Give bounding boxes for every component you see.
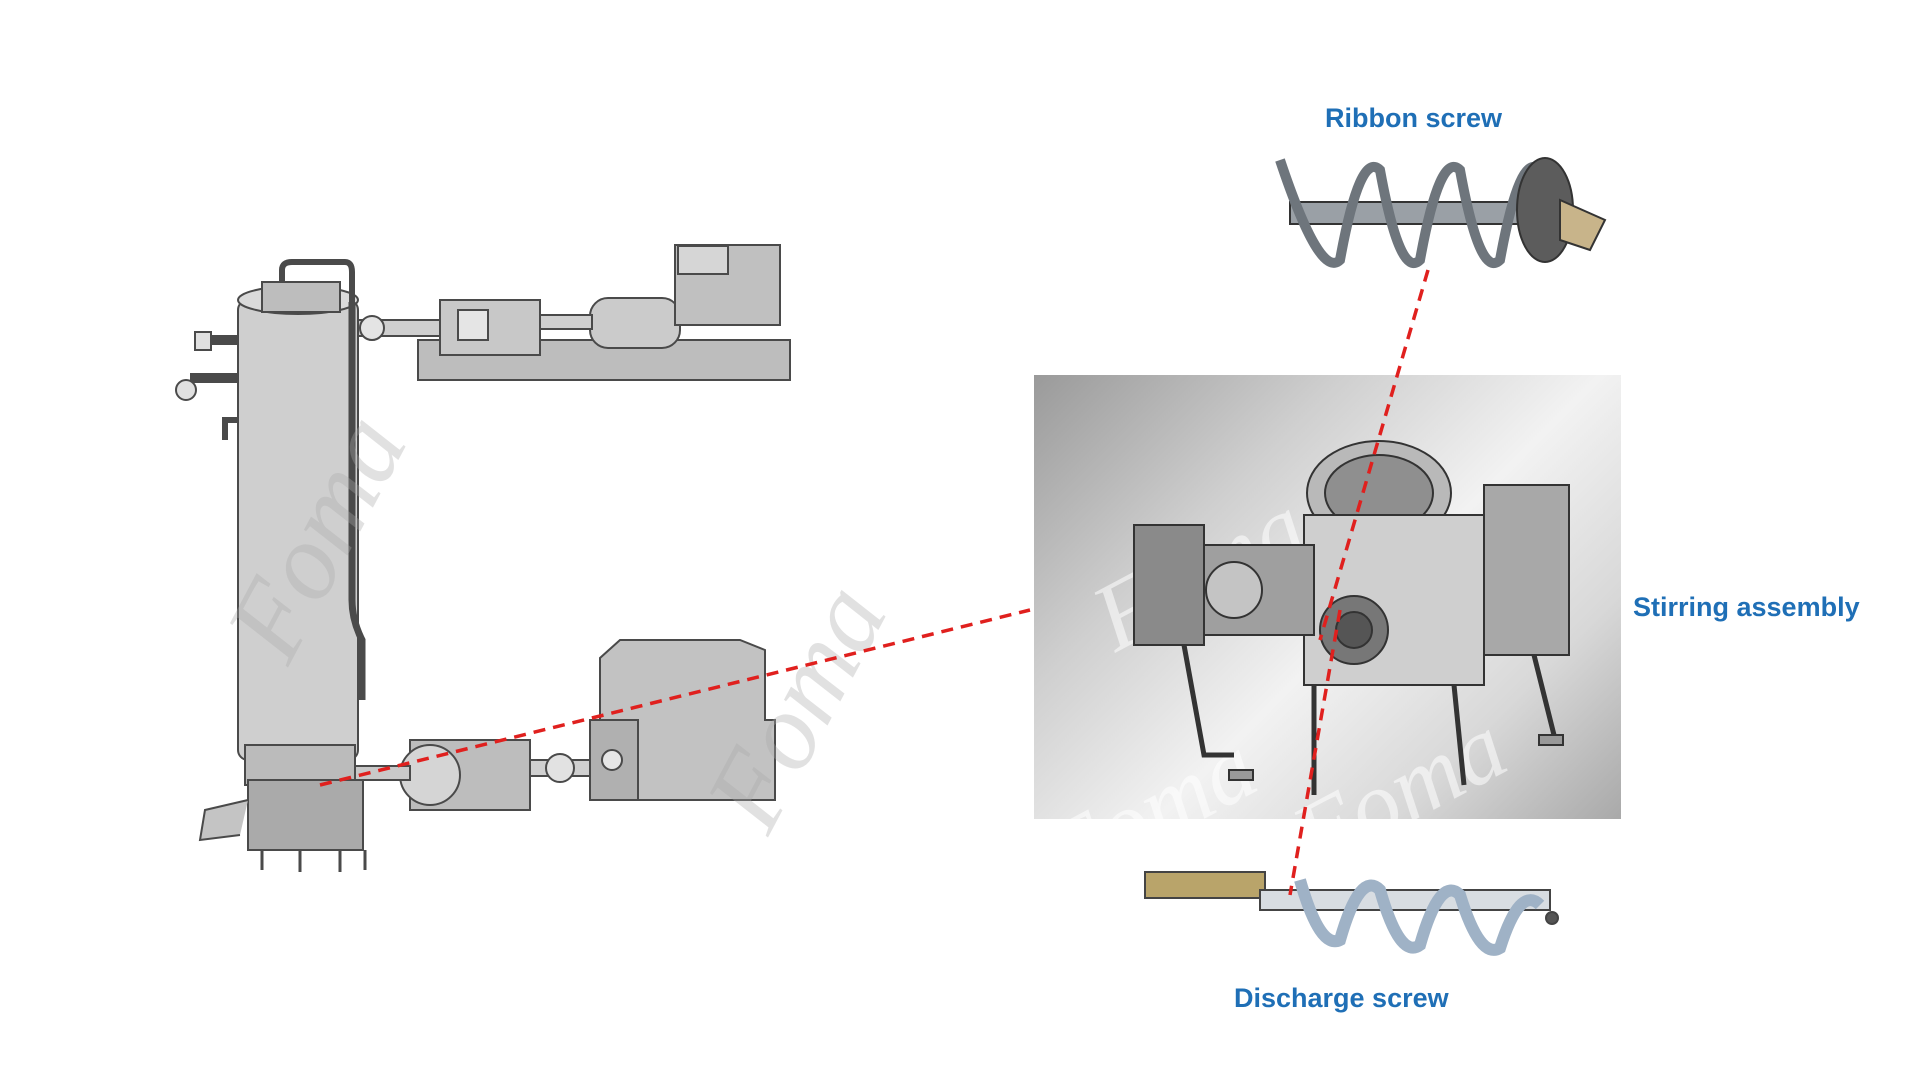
left-flange-upper: [194, 331, 212, 351]
discharge-tip: [1545, 911, 1559, 925]
discharge-gold-shaft: [1144, 871, 1266, 899]
foot-right: [1538, 734, 1564, 746]
stirring-assembly-photo: Foma Foma Foma: [1034, 375, 1621, 819]
left-drive-flange: [1205, 561, 1263, 619]
drive-shaft-bottom: [354, 765, 411, 781]
discharge-helix: [1294, 878, 1545, 956]
top-shaft-2: [539, 314, 593, 330]
coupling-bottom: [545, 753, 575, 783]
left-stub: [222, 417, 238, 440]
leader-line-overview: [319, 608, 1031, 787]
top-motor-box-top: [677, 245, 729, 275]
leader-line-discharge: [1288, 609, 1342, 896]
discharge-screw-image: [1144, 871, 1559, 956]
foot-left: [1228, 769, 1254, 781]
column-head: [261, 281, 341, 313]
discharge-screw-label: Discharge screw: [1234, 983, 1449, 1013]
ribbon-screw-label: Ribbon screw: [1325, 103, 1503, 133]
top-gear-face: [457, 309, 489, 341]
housing-side: [1483, 484, 1570, 656]
bottom-left-duct: [198, 799, 249, 842]
left-motor: [1133, 524, 1205, 646]
top-coupling: [359, 315, 385, 341]
discharge-shaft: [1259, 889, 1551, 911]
side-riser-pipe: [348, 302, 366, 700]
stirring-assembly-render: [1133, 440, 1570, 795]
column-base: [247, 779, 364, 851]
ribbon-screw-image: [1275, 157, 1607, 268]
leader-line-ribbon: [1318, 269, 1430, 641]
left-valve: [175, 379, 197, 401]
ribbon-helix: [1275, 158, 1544, 268]
motor-box-shaft: [601, 749, 623, 771]
base-legs: [260, 850, 367, 872]
support-legs: [1181, 644, 1557, 795]
ribbon-end-bracket: [1559, 198, 1607, 252]
top-loop-pipe: [279, 259, 355, 302]
stirring-assembly-label: Stirring assembly: [1633, 592, 1860, 622]
